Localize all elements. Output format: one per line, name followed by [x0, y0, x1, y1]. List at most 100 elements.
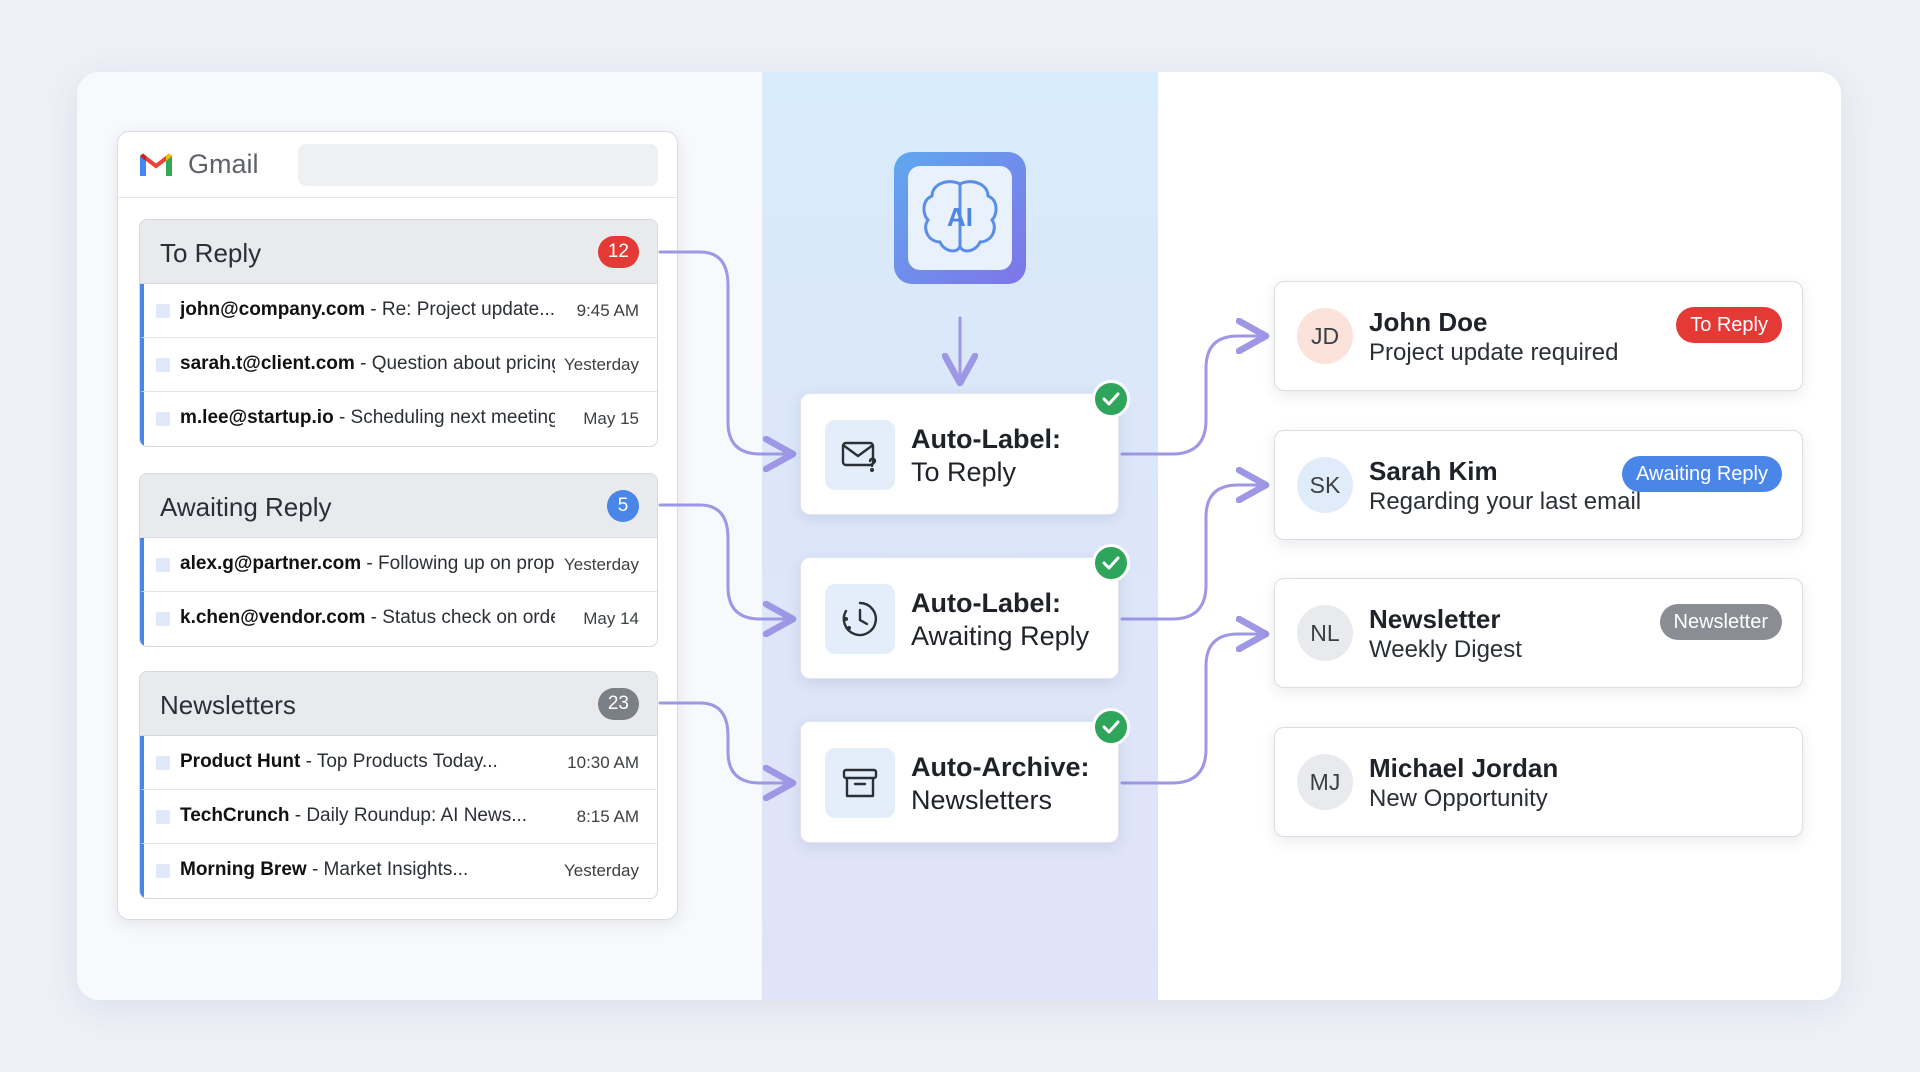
label-badge-awaiting-reply: Awaiting Reply — [1622, 456, 1782, 492]
group-to-reply: To Reply 12 john@company.com - Re: Proje… — [139, 219, 658, 447]
email-time: 10:30 AM — [567, 753, 639, 772]
group-awaiting-reply: Awaiting Reply 5 alex.g@partner.com - Fo… — [139, 473, 658, 647]
row-text: k.chen@vendor.com - Status check on orde… — [180, 607, 555, 629]
check-icon — [1092, 380, 1130, 418]
email-subject: - Status check on order... — [370, 607, 555, 628]
email-sender: john@company.com — [180, 299, 365, 320]
email-subject: - Daily Roundup: AI News... — [289, 805, 528, 826]
count-badge: 5 — [607, 490, 639, 522]
email-sender: m.lee@startup.io — [180, 407, 334, 428]
row-checkbox[interactable] — [156, 558, 170, 572]
email-subject: - Market Insights... — [306, 859, 469, 880]
group-title: Newsletters — [160, 690, 296, 720]
email-row[interactable]: Morning Brew - Market Insights... Yester… — [140, 844, 657, 898]
row-text: john@company.com - Re: Project update... — [180, 299, 555, 321]
email-sender: alex.g@partner.com — [180, 553, 362, 574]
count-badge: 23 — [597, 688, 639, 720]
row-checkbox[interactable] — [156, 864, 170, 878]
email-row[interactable]: alex.g@partner.com - Following up on pro… — [140, 538, 657, 592]
email-row[interactable]: m.lee@startup.io - Scheduling next meeti… — [140, 392, 657, 446]
row-checkbox[interactable] — [156, 810, 170, 824]
clock-icon — [825, 584, 895, 654]
row-checkbox[interactable] — [156, 412, 170, 426]
action-card-auto-archive-newsletters[interactable]: Auto-Archive: Newsletters — [800, 708, 1130, 843]
row-checkbox[interactable] — [156, 756, 170, 770]
label-badge-newsletter: Newsletter — [1659, 604, 1782, 640]
search-input[interactable] — [298, 144, 658, 186]
action-title: Auto-Label: — [911, 424, 1061, 454]
email-sender: Product Hunt — [180, 751, 301, 772]
avatar: NL — [1297, 605, 1353, 661]
email-row[interactable]: TechCrunch - Daily Roundup: AI News... 8… — [140, 790, 657, 844]
email-preview: New Opportunity — [1369, 785, 1548, 812]
email-row[interactable]: k.chen@vendor.com - Status check on orde… — [140, 592, 657, 646]
gmail-logo-icon — [140, 153, 172, 176]
gmail-app-name: Gmail — [188, 149, 259, 179]
email-subject: - Following up on propo... — [366, 553, 555, 574]
email-sender: TechCrunch — [180, 805, 290, 826]
avatar: SK — [1297, 457, 1353, 513]
row-checkbox[interactable] — [156, 304, 170, 318]
email-row[interactable]: john@company.com - Re: Project update...… — [140, 284, 657, 338]
email-time: Yesterday — [564, 861, 639, 880]
avatar: JD — [1297, 308, 1353, 364]
action-card-auto-label-to-reply[interactable]: Auto-Label: To Reply — [800, 380, 1130, 515]
result-card-newsletter[interactable]: NL Newsletter Weekly Digest Newsletter — [1274, 578, 1803, 688]
ai-chip-icon: AI — [871, 131, 1049, 305]
avatar: MJ — [1297, 754, 1353, 810]
row-checkbox[interactable] — [156, 358, 170, 372]
group-header[interactable]: To Reply 12 — [140, 220, 657, 284]
email-time: Yesterday — [564, 355, 639, 374]
action-title: Auto-Label: — [911, 588, 1061, 618]
ai-chip-label: AI — [947, 202, 973, 232]
email-time: May 15 — [583, 409, 639, 428]
group-header[interactable]: Newsletters 23 — [140, 672, 657, 736]
check-icon — [1092, 544, 1130, 582]
email-time: May 14 — [583, 609, 639, 628]
action-subtitle: Awaiting Reply — [911, 621, 1090, 651]
action-card-auto-label-awaiting-reply[interactable]: Auto-Label: Awaiting Reply — [800, 544, 1130, 679]
result-card-sarah-kim[interactable]: SK Sarah Kim Regarding your last email A… — [1274, 430, 1803, 540]
archive-box-icon — [825, 748, 895, 818]
email-time: 8:15 AM — [576, 807, 639, 826]
email-preview: Weekly Digest — [1369, 636, 1522, 663]
email-subject: - Scheduling next meeting... — [333, 407, 555, 428]
email-sender: Morning Brew — [180, 859, 307, 880]
result-card-john-doe[interactable]: JD John Doe Project update required To R… — [1274, 281, 1803, 391]
result-card-michael-jordan[interactable]: MJ Michael Jordan New Opportunity — [1274, 727, 1803, 837]
email-row[interactable]: Product Hunt - Top Products Today... 10:… — [140, 736, 657, 790]
contact-name: Michael Jordan — [1369, 753, 1559, 783]
group-title: To Reply — [160, 238, 262, 268]
contact-name: Newsletter — [1369, 604, 1501, 634]
action-subtitle: Newsletters — [911, 785, 1053, 815]
action-title: Auto-Archive: — [911, 752, 1090, 782]
email-row[interactable]: sarah.t@client.com - Question about pric… — [140, 338, 657, 392]
action-subtitle: To Reply — [911, 457, 1017, 487]
gmail-panel: Gmail To Reply 12 john@company.com - Re:… — [117, 131, 678, 920]
row-text: alex.g@partner.com - Following up on pro… — [180, 553, 555, 575]
group-header[interactable]: Awaiting Reply 5 — [140, 474, 657, 538]
row-text: TechCrunch - Daily Roundup: AI News... — [180, 805, 555, 827]
check-icon — [1092, 708, 1130, 746]
contact-name: John Doe — [1369, 307, 1488, 337]
gmail-header: Gmail — [118, 132, 677, 198]
contact-name: Sarah Kim — [1369, 456, 1498, 486]
row-text: Product Hunt - Top Products Today... — [180, 751, 555, 773]
row-checkbox[interactable] — [156, 612, 170, 626]
email-subject: - Top Products Today... — [300, 751, 498, 772]
email-sender: k.chen@vendor.com — [180, 607, 366, 628]
count-badge: 12 — [597, 236, 639, 268]
group-newsletters: Newsletters 23 Product Hunt - Top Produc… — [139, 671, 658, 899]
email-preview: Project update required — [1369, 339, 1619, 366]
row-text: sarah.t@client.com - Question about pric… — [180, 353, 555, 375]
email-time: Yesterday — [564, 555, 639, 574]
email-time: 9:45 AM — [576, 301, 639, 320]
group-title: Awaiting Reply — [160, 492, 332, 522]
email-subject: - Question about pricing... — [360, 353, 555, 374]
row-text: m.lee@startup.io - Scheduling next meeti… — [180, 407, 555, 429]
email-sender: sarah.t@client.com — [180, 353, 355, 374]
label-badge-to-reply: To Reply — [1676, 307, 1782, 343]
email-preview: Regarding your last email — [1369, 488, 1642, 515]
mail-question-icon — [825, 420, 895, 490]
email-subject: - Re: Project update... — [364, 299, 555, 320]
